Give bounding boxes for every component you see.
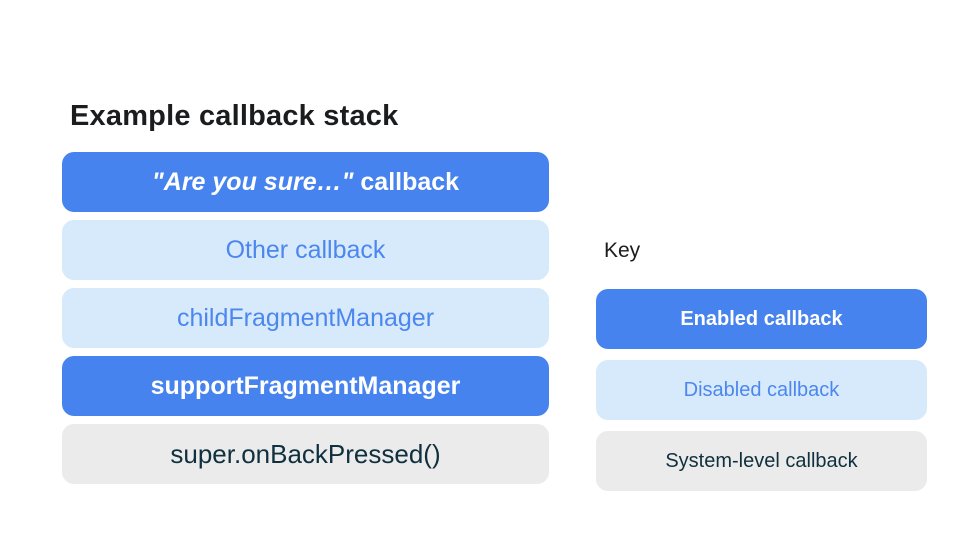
callback-stack: "Are you sure…" callback Other callback … <box>62 152 549 492</box>
key-legend: Enabled callback Disabled callback Syste… <box>596 289 927 502</box>
key-item-disabled-callback: Disabled callback <box>596 360 927 420</box>
stack-item-super-onbackpressed: super.onBackPressed() <box>62 424 549 484</box>
key-item-system-level-callback: System-level callback <box>596 431 927 491</box>
stack-item-label-italic: "Are you sure…" <box>151 167 354 196</box>
stack-item-are-you-sure: "Are you sure…" callback <box>62 152 549 212</box>
stack-item-childfragmentmanager: childFragmentManager <box>62 288 549 348</box>
stack-item-other-callback: Other callback <box>62 220 549 280</box>
stack-item-label-rest: callback <box>353 167 460 196</box>
key-item-enabled-callback: Enabled callback <box>596 289 927 349</box>
page-title: Example callback stack <box>70 100 399 132</box>
key-title: Key <box>604 239 641 262</box>
stack-item-supportfragmentmanager: supportFragmentManager <box>62 356 549 416</box>
